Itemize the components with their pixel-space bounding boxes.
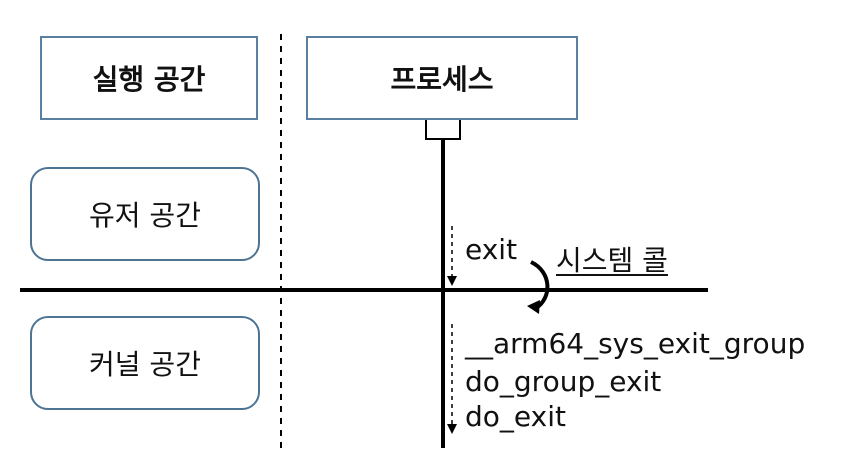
user-call-arrowhead	[447, 276, 457, 286]
user-space-label: 유저 공간	[89, 199, 201, 232]
kernel-space-label: 커널 공간	[89, 348, 201, 381]
kernel-call-arrowhead	[447, 424, 457, 434]
syscall-curved-arrowhead	[527, 300, 540, 314]
process-title: 프로세스	[390, 63, 494, 96]
syscall-curved-arrow	[530, 260, 550, 310]
exec-space-header: 실행 공간	[40, 36, 258, 120]
process-header: 프로세스	[306, 36, 578, 120]
exec-space-title: 실행 공간	[92, 63, 206, 96]
kernel-space-region: 커널 공간	[30, 316, 260, 410]
user-space-region: 유저 공간	[30, 167, 260, 261]
kernel-call-label: do_exit	[465, 400, 566, 433]
kernel-call-label: __arm64_sys_exit_group	[465, 327, 806, 360]
user-call-label: exit	[465, 233, 518, 266]
lifeline-head	[425, 118, 461, 140]
kernel-call-label: do_group_exit	[465, 365, 662, 398]
syscall-label: 시스템 콜	[556, 244, 668, 277]
